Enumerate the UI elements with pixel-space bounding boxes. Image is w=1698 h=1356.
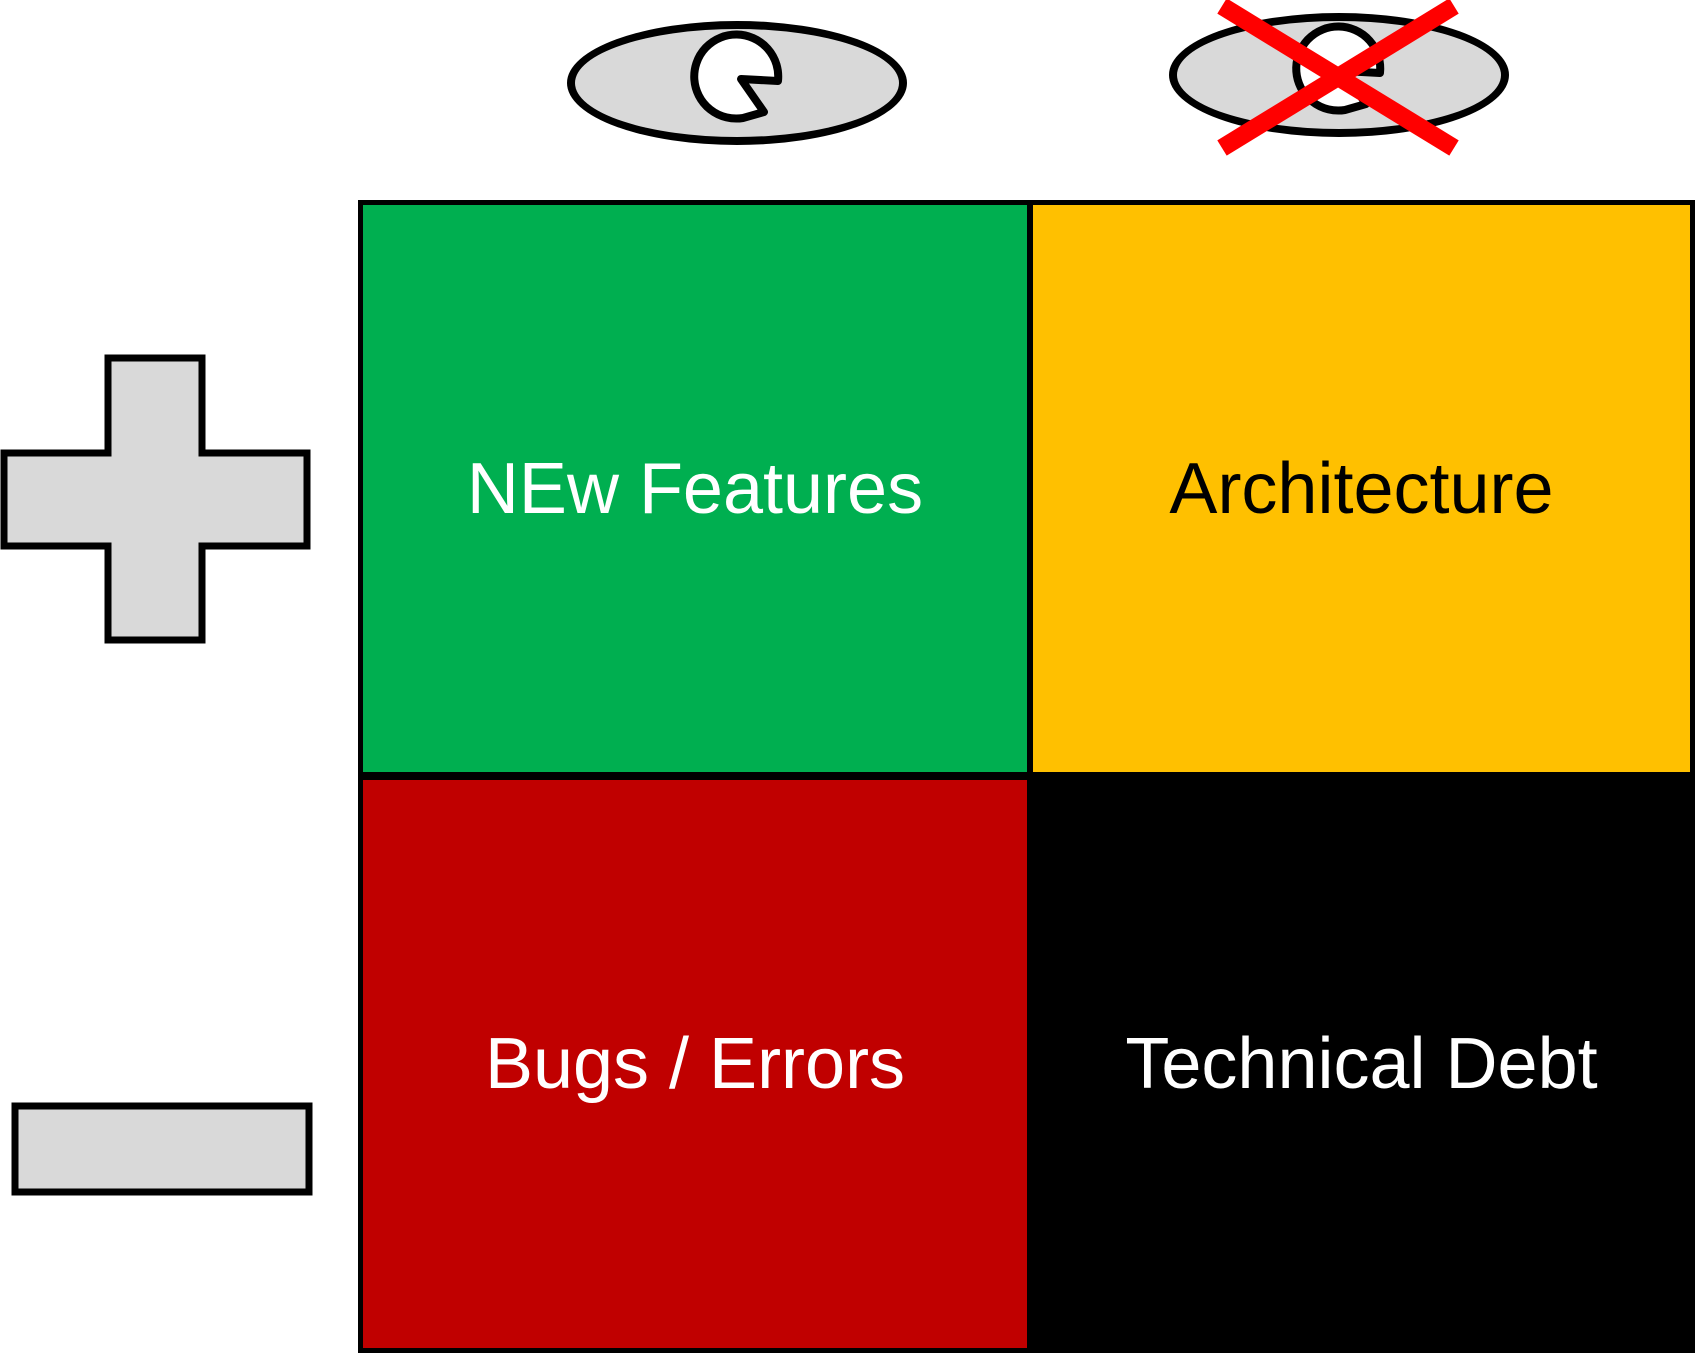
cross-out-icon: [1217, 0, 1459, 156]
quadrant-technical-debt: Technical Debt: [1033, 780, 1690, 1348]
quadrant-architecture: Architecture: [1033, 205, 1690, 772]
quadrant-label-architecture: Architecture: [1169, 448, 1554, 529]
quadrant-bugs-errors: Bugs / Errors: [363, 780, 1027, 1348]
quadrant-label-technical-debt: Technical Debt: [1125, 1024, 1598, 1104]
visible-eye-icon: [567, 21, 907, 145]
quadrant-label-new-features: NEw Features: [466, 448, 924, 529]
quadrant-label-bugs-errors: Bugs / Errors: [484, 1024, 906, 1104]
minus-icon: [11, 1102, 313, 1196]
quadrant-matrix: NEw Features Architecture Bugs / Errors …: [358, 200, 1695, 1353]
quadrant-new-features: NEw Features: [363, 205, 1027, 772]
plus-icon: [0, 354, 311, 644]
